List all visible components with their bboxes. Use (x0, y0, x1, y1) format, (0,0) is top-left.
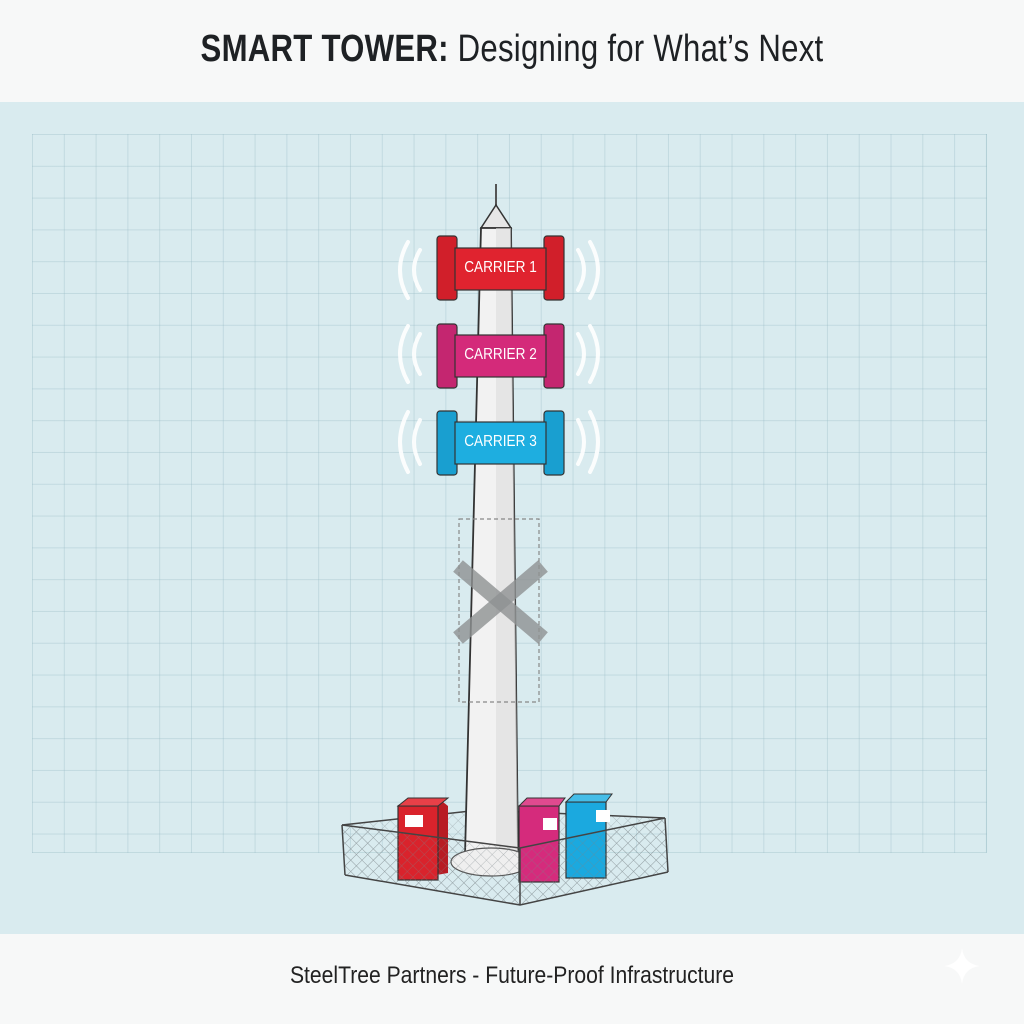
title-bold: SMART TOWER: (200, 28, 449, 70)
carrier-1-label: CARRIER 1 (464, 259, 537, 276)
footer-caption: SteelTree Partners - Future-Proof Infras… (289, 962, 735, 989)
carrier-2-label: CARRIER 2 (464, 346, 537, 363)
carrier-3-label: CARRIER 3 (464, 433, 537, 450)
signal-waves (398, 240, 600, 474)
carrier-3-antenna (436, 410, 565, 476)
page-title: SMART TOWER: Designing for What’s Next (92, 28, 932, 71)
carrier-1-antenna (436, 235, 565, 301)
fence-front (341, 817, 669, 906)
sparkle-icon (944, 948, 980, 984)
carrier-2-antenna (436, 323, 565, 389)
removed-slot-x-icon (453, 518, 548, 703)
title-rest: Designing for What’s Next (448, 28, 824, 70)
